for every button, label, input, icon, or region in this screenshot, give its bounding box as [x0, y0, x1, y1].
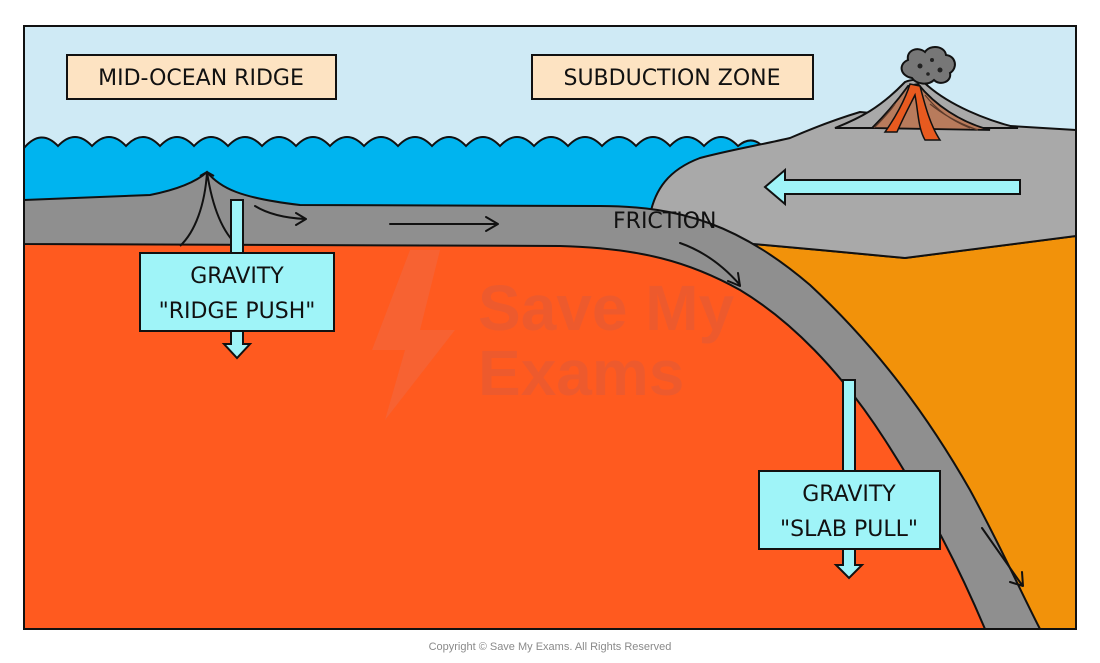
- lightning-bolt-logo: [372, 250, 455, 420]
- plate-motion-arrows: [254, 205, 1024, 587]
- oceanic-plate: [24, 170, 1042, 629]
- subduction-zone-text: SUBDUCTION ZONE: [563, 66, 780, 91]
- ridge-push-box: GRAVITY "RIDGE PUSH": [139, 252, 335, 332]
- volcano-icon: [834, 78, 1019, 141]
- slab-pull-text: "SLAB PULL": [780, 517, 918, 542]
- ridge-push-text: "RIDGE PUSH": [159, 299, 316, 324]
- copyright-notice: Copyright © Save My Exams. All Rights Re…: [428, 641, 672, 653]
- watermark: Save My Exams: [372, 250, 735, 420]
- continental-motion-arrow: [763, 167, 1021, 207]
- arrow-slab-down: [981, 527, 1024, 587]
- watermark-line-2: Exams: [478, 337, 684, 409]
- ridge-push-gravity-text: GRAVITY: [190, 264, 284, 289]
- slab-pull-gravity-text: GRAVITY: [802, 482, 896, 507]
- mid-ocean-ridge-label: MID-OCEAN RIDGE: [66, 54, 337, 100]
- arrow-plate-right: [389, 216, 499, 232]
- arrow-ridge-right: [254, 205, 307, 226]
- mid-ocean-ridge-text: MID-OCEAN RIDGE: [98, 66, 304, 91]
- ash-cloud-icon: [900, 46, 956, 85]
- friction-label: FRICTION: [613, 209, 717, 234]
- watermark-line-1: Save My: [478, 272, 735, 344]
- diagram-frame: [23, 25, 1077, 630]
- subduction-zone-label: SUBDUCTION ZONE: [531, 54, 814, 100]
- slab-pull-box: GRAVITY "SLAB PULL": [758, 470, 941, 550]
- arrow-friction-down: [679, 242, 741, 287]
